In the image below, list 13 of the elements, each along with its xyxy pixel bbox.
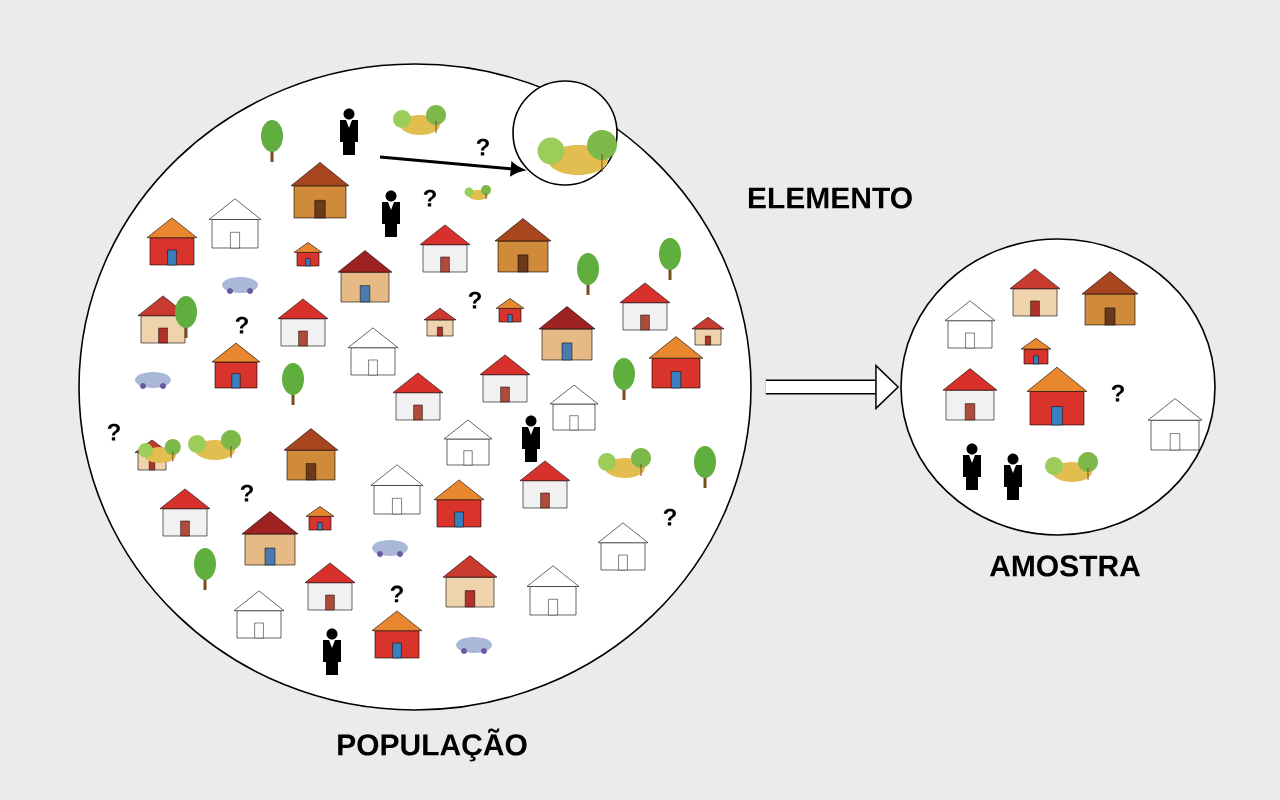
question-mark: ? (240, 484, 253, 502)
question-mark: ? (663, 508, 676, 526)
question-mark: ? (468, 291, 481, 309)
circle-label: ELEMENTO (748, 187, 912, 209)
arrow (379, 155, 524, 176)
question-mark: ? (476, 138, 489, 156)
question-mark: ? (107, 423, 120, 441)
question-mark: ? (390, 585, 403, 603)
question-mark: ? (235, 316, 248, 334)
question-mark: ? (423, 189, 436, 207)
circle-label: AMOSTRA (989, 555, 1141, 577)
circle-label: POPULAÇÃO (338, 728, 527, 762)
question-mark: ? (1111, 384, 1124, 402)
